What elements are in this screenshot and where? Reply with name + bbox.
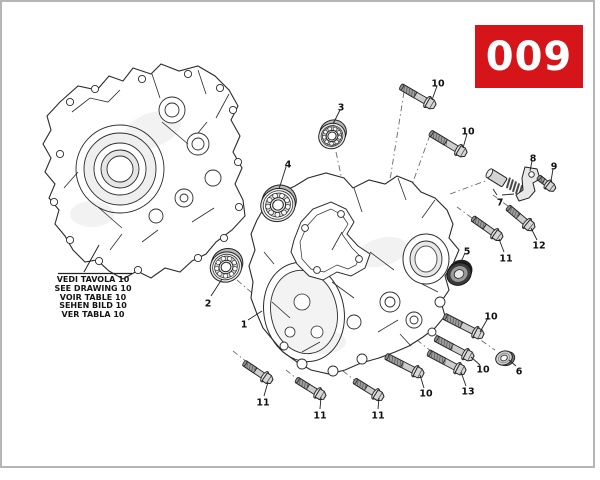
- bolt-part-11a: [242, 360, 274, 385]
- callout-c12: 12: [532, 241, 545, 252]
- bearing-part-3: [318, 119, 347, 150]
- callout-c4: 4: [285, 160, 292, 171]
- reference-note: VEDI TAVOLA 10 SEE DRAWING 10 VOIR TABLE…: [34, 275, 152, 320]
- callout-c11b: 11: [313, 411, 326, 422]
- note-line-de: SEHEN BILD 10: [59, 301, 127, 311]
- bolt-part-10b: [428, 130, 468, 158]
- callout-c13: 13: [461, 387, 474, 398]
- left-crankcase-drawing: [42, 63, 246, 280]
- bearing-part-4: [260, 184, 297, 223]
- callout-c11ur: 11: [499, 254, 512, 265]
- callout-c11a: 11: [256, 398, 269, 409]
- bolt-part-10a: [399, 83, 437, 110]
- note-line-en: SEE DRAWING 10: [54, 283, 132, 293]
- bolt-part-11ur: [470, 215, 504, 241]
- callout-c5: 5: [464, 247, 471, 258]
- callout-c1: 1: [241, 320, 248, 331]
- callout-c7: 7: [497, 198, 504, 209]
- note-line-it: VEDI TAVOLA 10: [56, 275, 130, 284]
- bolt-part-9: [536, 174, 557, 192]
- note-leader: [58, 244, 132, 275]
- bolt-part-11c: [352, 377, 385, 402]
- washer-part-6: [495, 350, 516, 367]
- bolt-part-10c: [442, 313, 485, 340]
- bearing-part-2: [209, 247, 244, 283]
- bolt-part-11b: [294, 376, 327, 401]
- bolt-part-13: [426, 349, 467, 376]
- callout-c11c: 11: [371, 411, 384, 422]
- callout-c10e: 10: [419, 389, 433, 400]
- callout-leader-lines: [210, 85, 554, 410]
- table-number: 009: [485, 33, 573, 80]
- bolt-part-10d: [433, 335, 475, 362]
- note-line-es: VER TABLA 10: [61, 310, 125, 320]
- callout-c8: 8: [530, 154, 537, 165]
- callout-c2: 2: [205, 299, 212, 310]
- callout-c10b: 10: [461, 127, 475, 138]
- callout-c6: 6: [516, 367, 523, 378]
- bolt-part-12: [505, 204, 536, 232]
- callout-c10a: 10: [431, 79, 445, 90]
- pin-part-7: [485, 168, 508, 187]
- note-line-fr: VOIR TABLE 10: [59, 292, 127, 302]
- callout-c3: 3: [338, 103, 345, 114]
- callout-c10c: 10: [484, 312, 498, 323]
- callout-c9: 9: [551, 162, 558, 173]
- callout-c10d: 10: [476, 365, 490, 376]
- bolt-part-10e: [384, 353, 425, 379]
- table-number-badge: 009: [475, 25, 583, 88]
- right-crankcase-drawing: [248, 172, 460, 377]
